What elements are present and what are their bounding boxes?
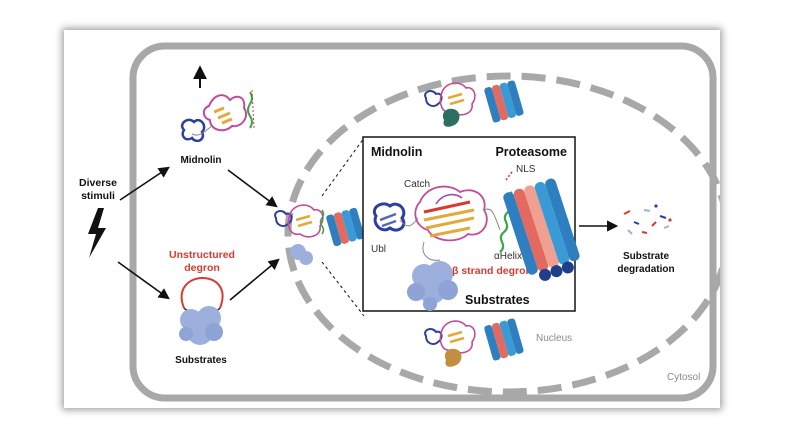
label-nls: NLS (516, 164, 536, 175)
midnolin-complex-bottom (424, 318, 524, 367)
substrate-protein-inset (407, 261, 458, 311)
zoom-line-top (321, 137, 365, 197)
label-unstructured-degron-2: degron (184, 262, 220, 274)
lightning-bolt-icon (88, 208, 106, 258)
inset-title-midnolin: Midnolin (371, 145, 422, 159)
midnolin-substrate-complex-small (274, 204, 365, 265)
arrow-substrates-to-complex (229, 258, 280, 301)
figure-card: Midnolin Diverse stimuli Unstructured de… (64, 30, 720, 408)
diagram-canvas: Midnolin Diverse stimuli Unstructured de… (79, 42, 720, 402)
label-cytosol: Cytosol (667, 372, 700, 383)
label-beta-strand-degron: β strand degron (452, 265, 532, 277)
catch-to-helix-linker (483, 208, 501, 231)
label-midnolin-left: Midnolin (180, 155, 221, 166)
unstructured-degron-loop (180, 276, 224, 309)
nucleus-envelope (284, 72, 720, 396)
label-unstructured-degron-1: Unstructured (169, 249, 235, 261)
nls-segment (505, 171, 513, 181)
midnolin-protein-left (180, 89, 255, 143)
label-substrates-left: Substrates (175, 355, 227, 366)
label-catch: Catch (404, 179, 430, 190)
arrow-stimuli-to-substrates (117, 261, 170, 300)
label-diverse-stimuli-2: stimuli (81, 190, 115, 202)
ubl-domain (373, 202, 406, 232)
label-ubl: Ubl (371, 244, 386, 255)
arrow-stimuli-to-midnolin (119, 166, 170, 201)
cell-membrane (129, 42, 717, 402)
zoom-line-bottom (321, 261, 365, 317)
label-nucleus: Nucleus (536, 333, 572, 344)
arrow-midnolin-to-complex (227, 169, 278, 208)
proteasome (503, 178, 580, 281)
inset-title-substrates: Substrates (465, 293, 530, 307)
inset-title-proteasome: Proteasome (495, 145, 567, 159)
label-substrate-degradation-1: Substrate (623, 251, 670, 262)
midnolin-complex-top (424, 80, 524, 127)
label-diverse-stimuli-1: Diverse (79, 177, 117, 189)
label-alpha-helix-c: αHelix-C (494, 251, 533, 262)
label-substrate-degradation-2: degradation (617, 264, 674, 275)
catch-domain (414, 185, 488, 261)
substrate-protein-left (179, 306, 223, 345)
degraded-peptide-fragments (623, 204, 672, 235)
